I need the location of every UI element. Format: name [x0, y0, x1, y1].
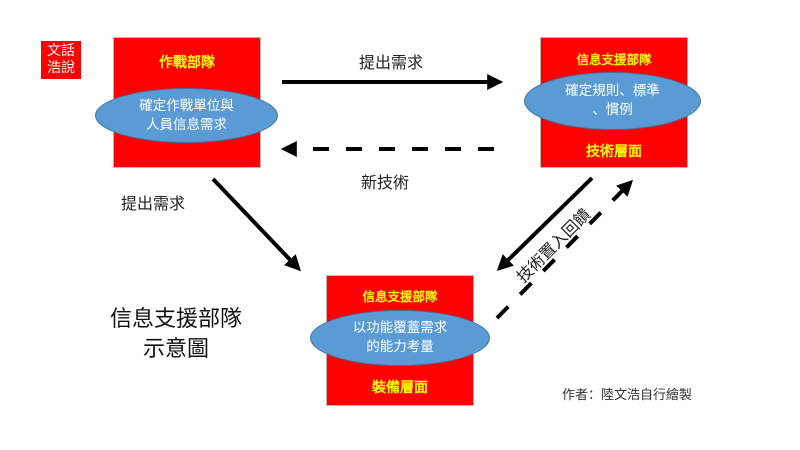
tech-ellipse-line-1: 確定規則、標準 — [565, 83, 660, 99]
combat-ellipse-line-2: 人員信息需求 — [146, 116, 227, 133]
equipment-layer-title: 信息支援部隊 — [362, 289, 438, 304]
diagram-title-line-1: 信息支援部隊 — [109, 307, 242, 332]
tech-layer-title: 信息支援部隊 — [576, 52, 652, 67]
combat-unit-ellipse: 確定作戰單位與 人員信息需求 — [95, 88, 278, 143]
diagram-title-line-2: 示意圖 — [142, 337, 209, 362]
arrow-tech-to-equipment — [496, 176, 594, 272]
label-top-back: 新技術 — [361, 173, 410, 192]
logo-line-2: 浩說 — [47, 60, 75, 76]
logo-badge: 文話 浩說 — [41, 41, 81, 79]
tech-layer-ellipse: 確定規則、標準 、慣例 — [524, 72, 701, 130]
label-left-down: 提出需求 — [121, 194, 186, 213]
arrow-combat-to-equipment — [211, 177, 301, 272]
equip-ellipse-line-2: 的能力考量 — [366, 339, 434, 355]
author-credit: 作者：陸文浩自行繪製 — [562, 388, 693, 403]
combat-unit-title: 作戰部隊 — [159, 55, 215, 71]
equip-ellipse-line-1: 以功能覆蓋需求 — [352, 320, 448, 336]
combat-ellipse-line-1: 確定作戰單位與 — [139, 97, 234, 114]
tech-ellipse-line-2: 、慣例 — [592, 102, 633, 118]
equipment-layer-ellipse: 以功能覆蓋需求 的能力考量 — [310, 310, 490, 366]
label-top-forward: 提出需求 — [359, 53, 424, 72]
tech-layer-footer: 技術層面 — [586, 144, 642, 160]
diagram-title: 信息支援部隊 示意圖 — [96, 305, 256, 365]
logo-line-1: 文話 — [47, 43, 75, 59]
equipment-layer-footer: 裝備層面 — [372, 380, 428, 396]
